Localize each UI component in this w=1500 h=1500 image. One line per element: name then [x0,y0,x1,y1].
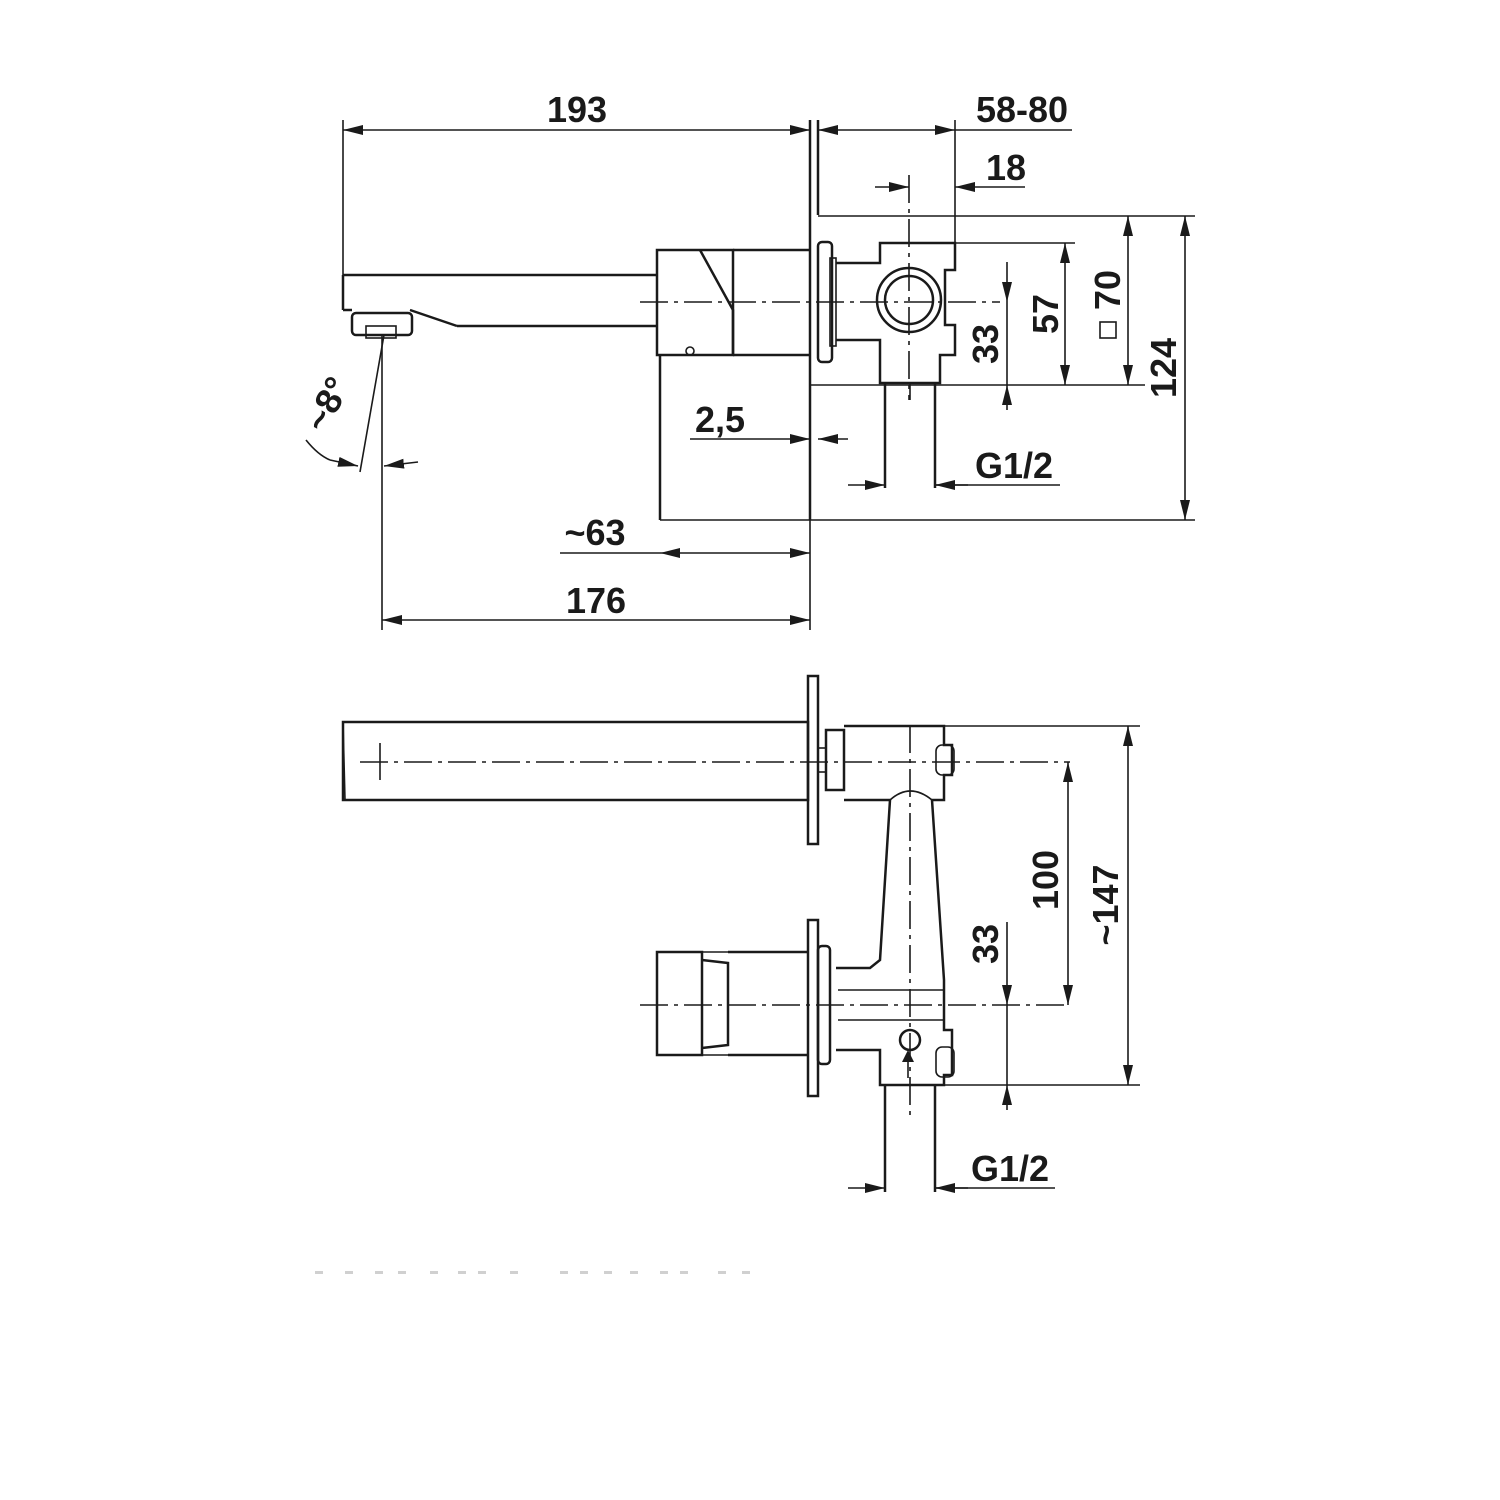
top-view: 193 58-80 18 57 70 124 [296,89,1195,630]
handle-rosette [806,918,820,1098]
valve-body [836,241,957,400]
dim-label-g12-top: G1/2 [975,445,1053,486]
handle-side [655,918,832,1098]
dim-label-124: 124 [1143,338,1184,398]
dim-label-57: 57 [1025,294,1066,334]
dim-label-33-top: 33 [965,324,1006,364]
dimension-18: 18 [875,147,1026,192]
dimension-176: 176 [382,520,811,630]
dim-label-147: ~147 [1085,864,1126,945]
dimension-57: 57 [1025,243,1070,385]
spout-side [341,720,810,802]
dimension-33-side: 33 [965,922,1012,1110]
valve-body-side [836,724,955,1087]
outlet-pipe [883,383,937,488]
dim-label-33-side: 33 [965,924,1006,964]
spout-rosette [806,674,820,846]
dim-label-70: 70 [1087,270,1128,310]
dimension-g12-top: G1/2 [848,445,1060,490]
dimension-angle: ~8° [296,370,419,469]
dimension-63: ~63 [560,512,810,558]
dimension-193: 193 [342,89,810,275]
dimension-124: 124 [1143,216,1190,520]
dimension-33-top: 33 [965,262,1012,410]
dimension-g12-side: G1/2 [848,1148,1055,1193]
dim-label-176: 176 [566,580,626,621]
dim-label-58-80: 58-80 [976,89,1068,130]
side-view: 100 ~147 33 G1/2 [341,674,1140,1193]
faint-dots [315,1271,750,1274]
dimension-70: 70 [1087,216,1133,385]
dimension-100: 100 [1025,762,1073,1005]
dim-label-63: ~63 [564,512,625,553]
spout-nut [824,728,846,792]
handle-body [655,248,810,520]
dim-label-angle: ~8° [296,370,358,438]
dim-label-18: 18 [986,147,1026,188]
dim-label-100: 100 [1025,850,1066,910]
dim-label-g12-side: G1/2 [971,1148,1049,1189]
dimension-58-80: 58-80 [818,89,1072,135]
flow-direction-icon [902,1050,914,1078]
square-symbol-icon [1099,321,1117,339]
dim-label-2-5: 2,5 [695,399,745,440]
dim-label-193: 193 [547,89,607,130]
dimension-2-5: 2,5 [690,399,848,444]
spout [341,273,657,339]
dimension-147: ~147 [1085,726,1133,1085]
